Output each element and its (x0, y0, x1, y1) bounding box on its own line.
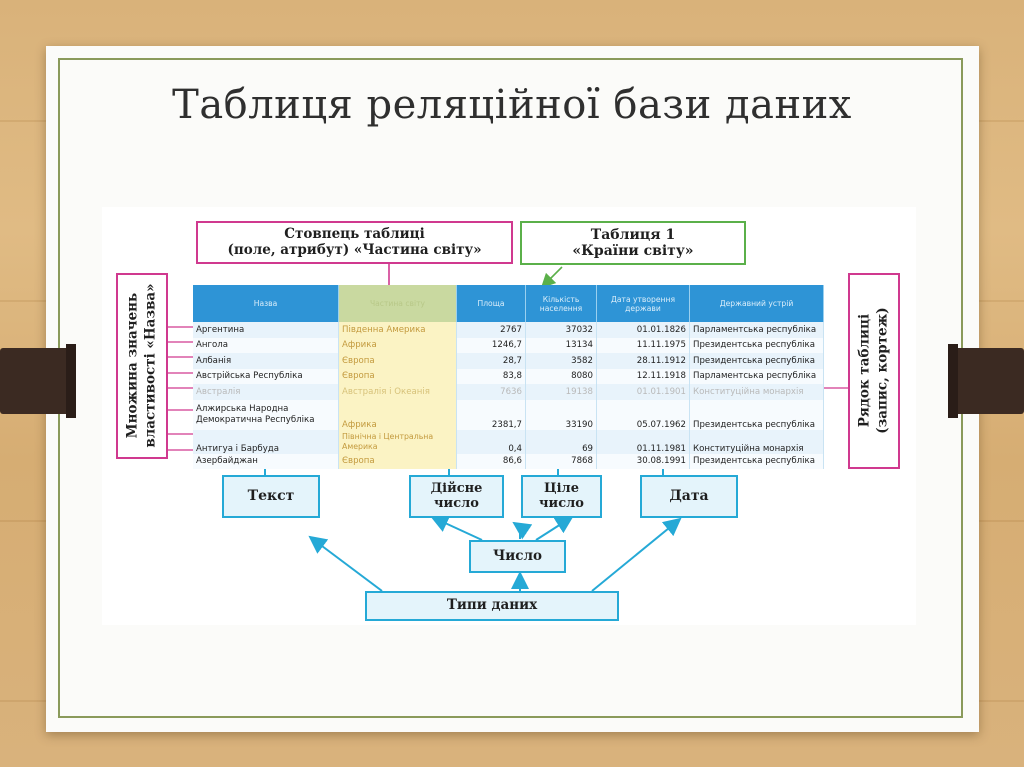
data-types-box: Типи даних (365, 591, 619, 621)
header-date: Дата утворення держави (596, 285, 690, 322)
cell-name: Ангола (193, 337, 339, 353)
type-integer-box: Ціле число (521, 475, 602, 518)
type-number-label: Число (492, 547, 543, 564)
type-text-label: Текст (247, 488, 295, 505)
cell-gov: Парламентська республіка (689, 368, 824, 384)
type-number-box: Число (469, 540, 566, 573)
table-name-line1: Таблиця 1 (590, 226, 676, 243)
column-callout-line1: Стовпець таблиці (284, 225, 425, 242)
data-types-label: Типи даних (446, 597, 538, 614)
type-integer-line2: число (539, 495, 584, 511)
table-name-line2: «Країни світу» (572, 243, 694, 259)
binder-clip-left (0, 344, 76, 418)
row-callout-line1: Рядок таблиці (856, 314, 873, 428)
cell-area: 1246,7 (456, 337, 526, 353)
row-callout-line2: (запис, кортеж) (874, 307, 890, 435)
table-row: Австралія Австралія і Океанія 7636 19138… (193, 384, 824, 400)
cell-area: 28,7 (456, 353, 526, 369)
column-callout-line2: (поле, атрибут) «Частина світу» (227, 241, 482, 258)
table-header-row: Назва Частина світу Площа Кількість насе… (193, 285, 824, 322)
cell-population: 13134 (525, 337, 597, 353)
cell-gov: Парламентська республіка (689, 322, 824, 338)
cell-date: 28.11.1912 (596, 353, 690, 369)
cell-population: 33190 (525, 399, 597, 430)
cell-name: Аргентина (193, 322, 339, 338)
cell-population: 7868 (525, 453, 597, 469)
header-area: Площа (456, 285, 526, 322)
cell-date: 11.11.1975 (596, 337, 690, 353)
table-row: Аргентина Південна Америка 2767 37032 01… (193, 322, 824, 338)
cell-name: Азербайджан (193, 453, 339, 469)
cell-area: 2767 (456, 322, 526, 338)
cell-population: 37032 (525, 322, 597, 338)
type-integer-line1: Ціле (544, 480, 579, 496)
cell-part: Південна Америка (338, 322, 457, 338)
table-row: Австрійська Республіка Європа 83,8 8080 … (193, 368, 824, 384)
column-callout: Стовпець таблиці (поле, атрибут) «Частин… (196, 221, 513, 264)
cell-part: Африка (338, 399, 457, 430)
cell-gov: Президентська республіка (689, 353, 824, 369)
cell-date: 30.08.1991 (596, 453, 690, 469)
cell-area: 86,6 (456, 453, 526, 469)
cell-population: 69 (525, 429, 597, 454)
type-date-label: Дата (669, 488, 709, 505)
table-row: Албанія Європа 28,7 3582 28.11.1912 През… (193, 353, 824, 369)
cell-date: 12.11.1918 (596, 368, 690, 384)
values-callout: Множина значень властивості «Назва» (116, 273, 168, 459)
cell-gov: Президентська республіка (689, 337, 824, 353)
type-real-line1: Дійсне (430, 480, 483, 496)
cell-name: Алжирська Народна Демократична Республік… (193, 399, 339, 430)
cell-population: 8080 (525, 368, 597, 384)
cell-area: 83,8 (456, 368, 526, 384)
cell-name: Албанія (193, 353, 339, 369)
table-row: Азербайджан Європа 86,6 7868 30.08.1991 … (193, 453, 824, 469)
relational-table-figure: Стовпець таблиці (поле, атрибут) «Частин… (102, 207, 916, 625)
cell-date: 01.11.1981 (596, 429, 690, 454)
type-real-box: Дійсне число (409, 475, 504, 518)
cell-gov: Конституційна монархія (689, 384, 824, 400)
type-real-line2: число (434, 495, 479, 511)
cell-area: 7636 (456, 384, 526, 400)
slide-title: Таблиця реляційної бази даних (172, 82, 852, 128)
table-name-callout: Таблиця 1 «Країни світу» (520, 221, 746, 265)
cell-population: 3582 (525, 353, 597, 369)
header-gov: Державний устрій (689, 285, 824, 322)
type-text-box: Текст (222, 475, 320, 518)
cell-part: Північна і Центральна Америка (338, 429, 457, 454)
table-row: Ангола Африка 1246,7 13134 11.11.1975 Пр… (193, 337, 824, 353)
cell-area: 0,4 (456, 429, 526, 454)
table-row: Алжирська Народна Демократична Республік… (193, 399, 824, 430)
cell-area: 2381,7 (456, 399, 526, 430)
cell-name: Австралія (193, 384, 339, 400)
header-part: Частина світу (338, 285, 457, 322)
values-callout-line2: властивості «Назва» (142, 283, 159, 449)
cell-name: Австрійська Республіка (193, 368, 339, 384)
cell-part: Європа (338, 453, 457, 469)
row-callout: Рядок таблиці (запис, кортеж) (848, 273, 900, 469)
cell-name: Антигуа і Барбуда (193, 429, 339, 454)
cell-part: Європа (338, 353, 457, 369)
cell-date: 01.01.1901 (596, 384, 690, 400)
type-date-box: Дата (640, 475, 738, 518)
table-row: Антигуа і Барбуда Північна і Центральна … (193, 429, 824, 454)
cell-gov: Конституційна монархія (689, 429, 824, 454)
cell-part: Африка (338, 337, 457, 353)
header-population: Кількість населення (525, 285, 597, 322)
cell-gov: Президентська республіка (689, 399, 824, 430)
cell-part: Європа (338, 368, 457, 384)
values-callout-line1: Множина значень (124, 293, 141, 439)
cell-population: 19138 (525, 384, 597, 400)
cell-date: 05.07.1962 (596, 399, 690, 430)
binder-clip-right (948, 344, 1024, 418)
cell-gov: Президентська республіка (689, 453, 824, 469)
cell-date: 01.01.1826 (596, 322, 690, 338)
header-name: Назва (193, 285, 339, 322)
countries-table: Назва Частина світу Площа Кількість насе… (193, 285, 824, 469)
cell-part: Австралія і Океанія (338, 384, 457, 400)
